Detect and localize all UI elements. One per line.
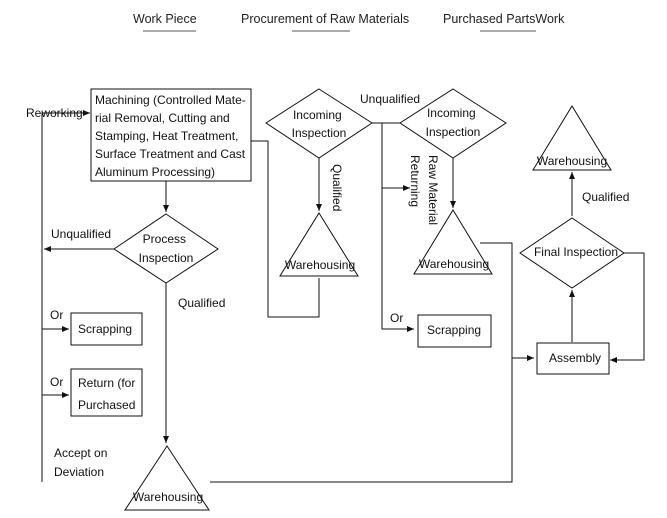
warehousing-2-triangle [413, 209, 493, 275]
return-box [70, 368, 143, 417]
warehousing-bottom-triangle [124, 445, 210, 511]
unqualified-top-label: Unqualified [360, 92, 420, 106]
scrapping-left-box [70, 312, 143, 346]
machining-box [90, 88, 252, 182]
assembly-box [536, 342, 610, 375]
qualified-vertical-label: Qualified [330, 164, 344, 211]
edge-warehousing-to-assembly [210, 355, 534, 483]
edge-final-rework [610, 252, 645, 363]
warehousing-2-label: Warehousing [419, 257, 489, 271]
incoming-inspection-1-diamond [265, 88, 373, 159]
raw-material-label: Raw Material [426, 155, 440, 225]
process-inspection-label: Process Inspection [139, 232, 194, 265]
edge-reworking [41, 110, 90, 482]
scrapping-left-label: Scrapping [78, 322, 132, 336]
incoming-inspection-2-diamond [399, 88, 507, 159]
scrapping-right-label: Scrapping [427, 323, 481, 337]
incoming-inspection-2-label: Incoming Inspection [426, 106, 481, 139]
final-inspection-label: Final Inspection [534, 245, 618, 259]
scrapping-right-box [417, 314, 492, 348]
warehousing-bottom-label: Warehousing [133, 490, 203, 504]
unqualified-left-label: Unqualified [51, 227, 111, 241]
edge-warehousing2-to-assembly [480, 242, 513, 358]
final-inspection-diamond [519, 217, 625, 289]
returning-label: Returning [408, 155, 422, 207]
machining-label: Machining (Controlled Mate- rial Removal… [95, 93, 249, 179]
header-purchased: Purchased PartsWork [443, 12, 565, 26]
or-label-2: Or [50, 375, 63, 389]
warehousing-top-label: Warehousing [537, 154, 607, 168]
edge-machining-connector [251, 140, 320, 318]
or-label-1: Or [50, 308, 63, 322]
return-label: Return (for Purchased [78, 376, 139, 412]
qualified-process-label: Qualified [178, 296, 225, 310]
or-label-3: Or [390, 311, 403, 325]
warehousing-1-triangle [279, 212, 359, 277]
qualified-final-label: Qualified [582, 190, 629, 204]
header-procurement: Procurement of Raw Materials [241, 12, 409, 26]
header-work-piece: Work Piece [133, 12, 197, 26]
warehousing-1-label: Warehousing [285, 258, 355, 272]
process-inspection-diamond [113, 213, 219, 284]
accept-on-deviation-label: Accept on Deviation [54, 446, 111, 479]
assembly-label: Assembly [549, 351, 601, 365]
incoming-inspection-1-label: Incoming Inspection [292, 108, 347, 140]
edge-to-scrapping-right [381, 123, 414, 332]
reworking-label: Reworking [26, 106, 83, 120]
warehousing-top-triangle [532, 105, 612, 171]
